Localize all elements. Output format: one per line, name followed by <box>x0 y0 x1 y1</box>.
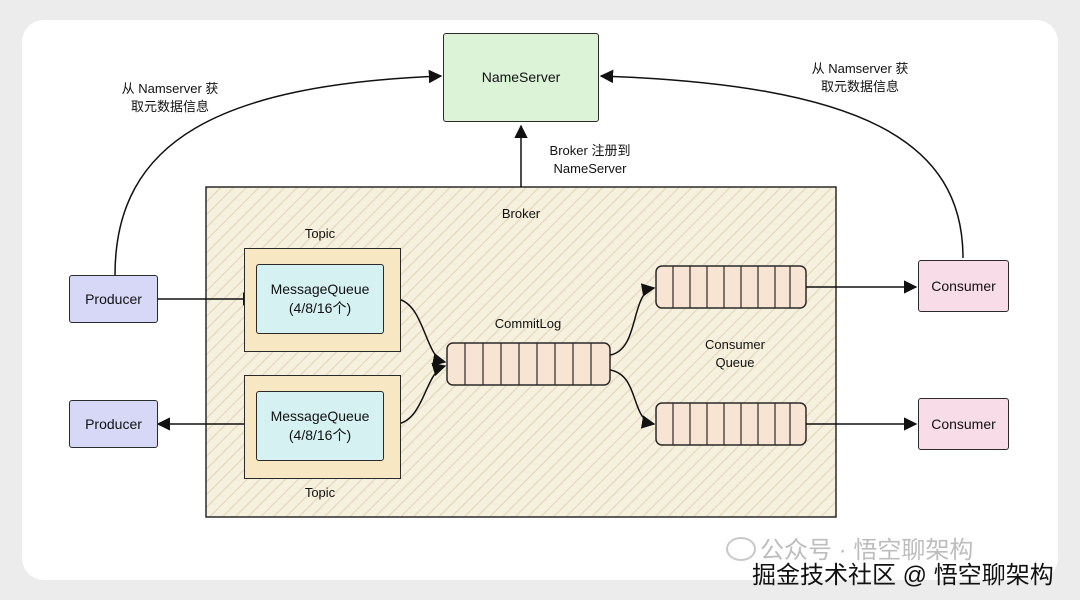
arrow-consumer-to-nameserver <box>599 69 964 259</box>
consumer-label: Consumer <box>931 415 996 432</box>
producer-label: Producer <box>85 415 142 432</box>
annotation-line: 从 Namserver 获 <box>811 61 909 76</box>
arrow-commitlog-to-cq-bottom <box>609 369 656 429</box>
broker-label: Broker <box>501 206 541 221</box>
consumer-node-top: Consumer <box>918 260 1009 312</box>
message-queue-count: (4/8/16个) <box>288 427 352 443</box>
producer-label: Producer <box>85 290 142 307</box>
producer-node-bottom: Producer <box>69 400 158 448</box>
annotation-line: 取元数据信息 <box>130 99 209 115</box>
topic-label-top: Topic <box>304 226 336 241</box>
message-queue-name: MessageQueue <box>270 408 370 425</box>
consumer-queue-line2: Queue <box>715 355 755 371</box>
wechat-icon <box>726 537 756 561</box>
commitlog-queue <box>446 342 611 386</box>
annotation-line: NameServer <box>553 161 627 177</box>
watermark-faint: 公众号 · 悟空聊架构 <box>760 537 974 564</box>
annotation-broker-register: Broker 注册到 NameServer <box>530 142 650 178</box>
annotation-consumer-metadata: 从 Namserver 获 取元数据信息 <box>795 60 925 96</box>
producer-node-top: Producer <box>69 275 158 323</box>
annotation-producer-metadata: 从 Namserver 获 取元数据信息 <box>105 80 235 116</box>
consumer-label: Consumer <box>931 277 996 294</box>
message-queue-name: MessageQueue <box>270 281 370 298</box>
consumer-queue-top <box>655 265 807 309</box>
message-queue-count: (4/8/16个) <box>288 300 352 316</box>
consumer-queue-bottom <box>655 402 807 446</box>
arrow-producer-to-nameserver <box>114 69 443 276</box>
consumer-queue-line1: Consumer <box>705 337 765 352</box>
message-queue-bottom: MessageQueue (4/8/16个) <box>256 391 384 461</box>
message-queue-top: MessageQueue (4/8/16个) <box>256 264 384 334</box>
annotation-line: 从 Namserver 获 <box>121 81 219 96</box>
arrow-queue1-to-commitlog <box>397 298 447 367</box>
watermark-main: 掘金技术社区 @ 悟空聊架构 <box>752 562 1054 589</box>
consumer-node-bottom: Consumer <box>918 398 1009 450</box>
commitlog-label: CommitLog <box>494 316 562 331</box>
arrow-commitlog-to-cq-top <box>609 283 656 356</box>
nameserver-node: NameServer <box>443 33 599 122</box>
topic-label-bottom: Topic <box>304 485 336 500</box>
annotation-line: Broker 注册到 <box>549 143 631 158</box>
nameserver-label: NameServer <box>481 69 561 86</box>
arrow-queue2-to-commitlog <box>397 363 447 425</box>
consumer-queue-label: Consumer Queue <box>700 336 770 372</box>
annotation-line: 取元数据信息 <box>820 79 899 95</box>
